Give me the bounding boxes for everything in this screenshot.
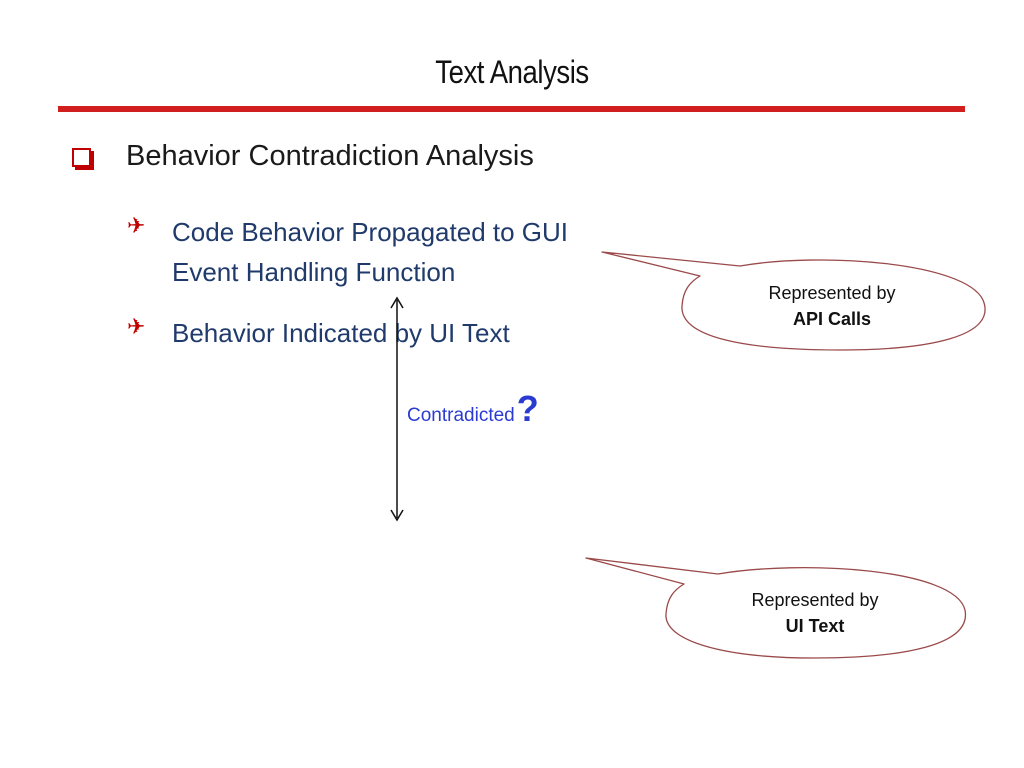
- callout-bubble-api: [601, 251, 986, 351]
- callout-bubble-ui: [585, 557, 966, 659]
- airplane-bullet-icon: ✈: [127, 315, 146, 340]
- callout-ui-text-label: Represented by UI Text: [695, 587, 935, 639]
- contradicted-text: Contradicted: [407, 405, 515, 426]
- sub-bullet-line: Code Behavior Propagated to GUI: [172, 217, 569, 247]
- sub-bullet-ui-text: ✈ Behavior Indicated by UI Text: [127, 313, 510, 353]
- question-mark: ?: [516, 388, 539, 429]
- sub-bullet-code-behavior: ✈ Code Behavior Propagated to GUI Event …: [127, 212, 568, 292]
- sub-bullet-line: Behavior Indicated by UI Text: [172, 318, 510, 348]
- sub-bullet-text: Behavior Indicated by UI Text: [172, 313, 510, 353]
- airplane-bullet-icon: ✈: [127, 214, 146, 239]
- callout-line: Represented by: [751, 590, 879, 610]
- sub-bullet-line: Event Handling Function: [172, 257, 456, 287]
- slide-title: Text Analysis: [435, 54, 589, 90]
- callout-api-text: Represented by API Calls: [712, 280, 952, 332]
- checkbox-bullet-icon: [72, 148, 91, 167]
- callout-line-bold: UI Text: [785, 616, 845, 636]
- callout-line: Represented by: [768, 283, 896, 303]
- sub-bullet-text: Code Behavior Propagated to GUI Event Ha…: [172, 212, 568, 292]
- callout-line-bold: API Calls: [792, 309, 872, 329]
- main-bullet-text: Behavior Contradiction Analysis: [126, 140, 534, 172]
- main-bullet: Behavior Contradiction Analysis: [72, 140, 534, 173]
- contradicted-label: Contradicted ?: [407, 388, 539, 430]
- double-arrow-icon: [390, 296, 404, 522]
- title-divider: [58, 106, 965, 112]
